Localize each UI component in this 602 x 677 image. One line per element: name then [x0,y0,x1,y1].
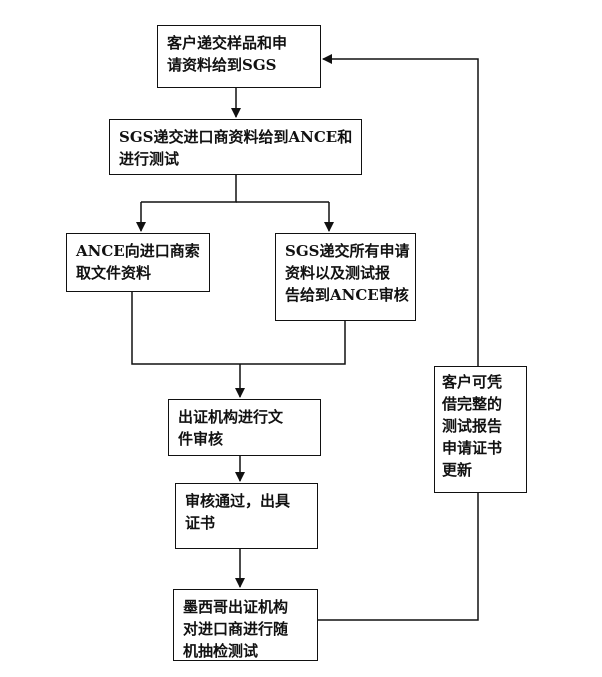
step-text-line: 请资料给到SGS [167,56,277,74]
step-text-line: SGS递交所有申请 [285,242,410,260]
step-text-line: 测试报告 [442,417,503,435]
step-approval-issue-certificate[interactable]: 审核通过，出具 证书 [175,483,318,549]
step-text-line: 证书 [185,514,216,532]
step-sgs-submits-reports[interactable]: SGS递交所有申请 资料以及测试报 告给到ANCE审核 [275,233,416,321]
step-text-line: 审核通过，出具 [185,492,291,510]
step-sgs-submits-importer-info[interactable]: SGS递交进口商资料给到ANCE和 进行测试 [109,119,362,175]
step-text-line: 对进口商进行随 [183,620,289,638]
step-text-line: 取文件资料 [76,264,152,282]
step-text-line: 机抽检测试 [183,642,259,660]
connector-step3b-merge [240,321,346,365]
step-certification-body-review[interactable]: 出证机构进行文 件审核 [168,399,321,456]
connector-step3a-merge [131,292,240,365]
connector-step6-to-renewal [318,493,479,621]
step-text-line: 进行测试 [119,150,180,168]
step-text-line: 件审核 [178,430,224,448]
step-ance-requests-documents[interactable]: ANCE向进口商索 取文件资料 [66,233,210,292]
step-customer-submits-samples[interactable]: 客户递交样品和申 请资料给到SGS [157,25,321,88]
arrow-renewal-to-step1 [322,54,479,366]
step-text-line: 客户可凭 [442,373,503,391]
connector-step2-split [141,175,237,203]
step-text-line: SGS递交进口商资料给到ANCE和 [119,128,353,146]
step-text-line: ANCE向进口商索 [76,242,200,260]
step-text-line: 资料以及测试报 [285,264,391,282]
step-text-line: 客户递交样品和申 [167,34,288,52]
step-text-line: 出证机构进行文 [178,408,284,426]
step-random-sampling-test[interactable]: 墨西哥出证机构 对进口商进行随 机抽检测试 [173,589,318,661]
step-text-line: 墨西哥出证机构 [183,598,289,616]
step-text-line: 借完整的 [442,395,503,413]
step-text-line: 申请证书 [442,439,503,457]
step-certificate-renewal[interactable]: 客户可凭 借完整的 测试报告 申请证书 更新 [434,366,527,493]
step-text-line: 告给到ANCE审核 [285,286,409,304]
step-text-line: 更新 [442,461,473,479]
